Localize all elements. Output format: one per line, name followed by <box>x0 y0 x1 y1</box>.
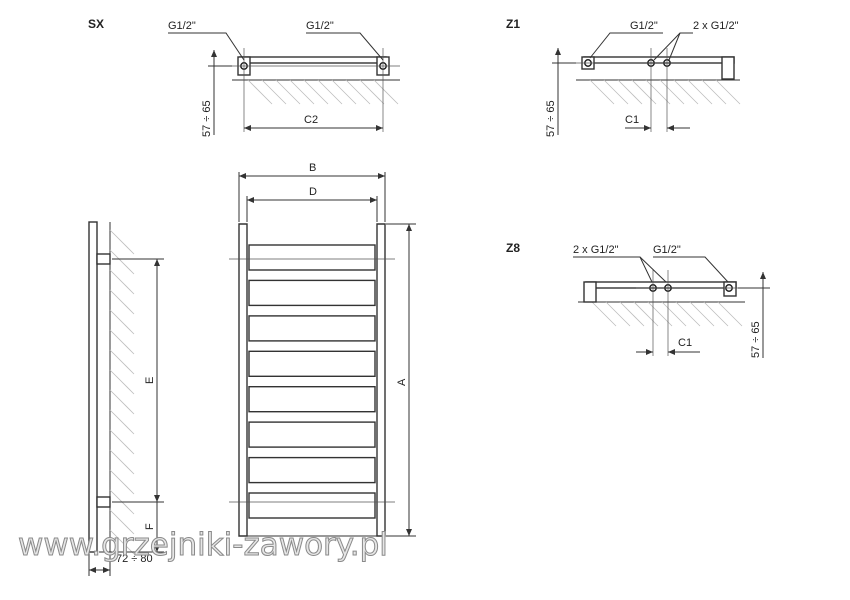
z1-radiator-profile <box>572 48 735 132</box>
sx-left-port-leader <box>168 32 245 61</box>
sx-top-view: SX G1/2" G1/2" <box>88 17 400 137</box>
side-e-label: E <box>144 377 156 384</box>
z8-single-port-leader <box>653 256 729 283</box>
sx-radiator-profile <box>226 48 400 132</box>
side-upper-bracket <box>96 253 111 265</box>
front-rung <box>248 492 376 519</box>
z1-double-port-label: 2 x G1/2" <box>693 20 739 32</box>
side-e-dimension: E <box>112 258 164 503</box>
z1-single-port-label: G1/2" <box>630 20 658 32</box>
front-rung <box>248 315 376 342</box>
z1-spacing-label: C1 <box>625 114 639 126</box>
front-right-upright <box>376 223 386 537</box>
sx-spacing-dimension: C2 <box>244 114 383 131</box>
z8-depth-dimension: 57 ÷ 65 <box>738 272 770 358</box>
z1-depth-label: 57 ÷ 65 <box>545 100 557 137</box>
z1-spacing-dimension: C1 <box>625 114 690 131</box>
sx-wall-hatch <box>232 79 400 105</box>
side-f-label: F <box>144 523 156 530</box>
front-a-label: A <box>396 378 408 386</box>
z8-double-port-leader-b <box>639 256 667 283</box>
front-rung <box>248 244 376 271</box>
z8-double-port-label: 2 x G1/2" <box>573 244 619 256</box>
front-d-dimension: D <box>246 186 378 222</box>
z8-wall-hatch <box>578 301 745 327</box>
z8-single-port-label: G1/2" <box>653 244 681 256</box>
front-d-label: D <box>309 186 317 198</box>
z8-depth-label: 57 ÷ 65 <box>750 321 762 358</box>
side-wall-hatch <box>109 222 135 570</box>
front-b-dimension: B <box>238 162 386 222</box>
z8-double-port-leader-a <box>573 256 653 283</box>
front-b-label: B <box>309 162 316 174</box>
side-wall-offset-label: 72 ÷ 80 <box>116 553 153 565</box>
front-rung <box>248 456 376 484</box>
z1-depth-dimension: 57 ÷ 65 <box>545 48 576 137</box>
z8-spacing-dimension: C1 <box>636 337 700 355</box>
z1-single-port-leader <box>589 32 663 59</box>
side-view: E F 72 ÷ 80 <box>88 221 164 576</box>
sx-right-port-leader <box>306 32 384 61</box>
front-rung <box>248 421 376 448</box>
front-rung <box>248 350 376 377</box>
z1-title: Z1 <box>506 17 520 31</box>
z8-radiator-profile <box>583 270 770 356</box>
front-a-dimension: A <box>386 223 416 537</box>
front-rung <box>248 279 376 307</box>
z8-title: Z8 <box>506 241 520 255</box>
front-rung <box>248 386 376 413</box>
sx-depth-dimension: 57 ÷ 65 <box>201 50 232 137</box>
sx-depth-label: 57 ÷ 65 <box>201 100 213 137</box>
sx-title: SX <box>88 17 104 31</box>
front-rungs <box>248 244 376 519</box>
side-radiator-body <box>88 221 98 553</box>
z1-top-view: Z1 G1/2" 2 x G1/2" <box>506 17 741 137</box>
side-lower-bracket <box>96 496 111 508</box>
sx-right-port-label: G1/2" <box>306 20 334 32</box>
z1-double-port-leader-a <box>653 32 693 61</box>
watermark-text: www.grzejniki-zawory.pl <box>18 527 388 563</box>
sx-spacing-label: C2 <box>304 114 318 126</box>
z8-top-view: Z8 2 x G1/2" G1/2" <box>506 241 770 358</box>
z8-spacing-label: C1 <box>678 337 692 349</box>
side-wall-offset-dimension: 72 ÷ 80 <box>88 552 153 576</box>
front-left-upright <box>238 223 248 537</box>
z1-wall-hatch <box>576 79 741 105</box>
front-view: B D A <box>229 162 416 537</box>
z1-double-port-leader-b <box>668 32 681 61</box>
sx-left-port-label: G1/2" <box>168 20 196 32</box>
